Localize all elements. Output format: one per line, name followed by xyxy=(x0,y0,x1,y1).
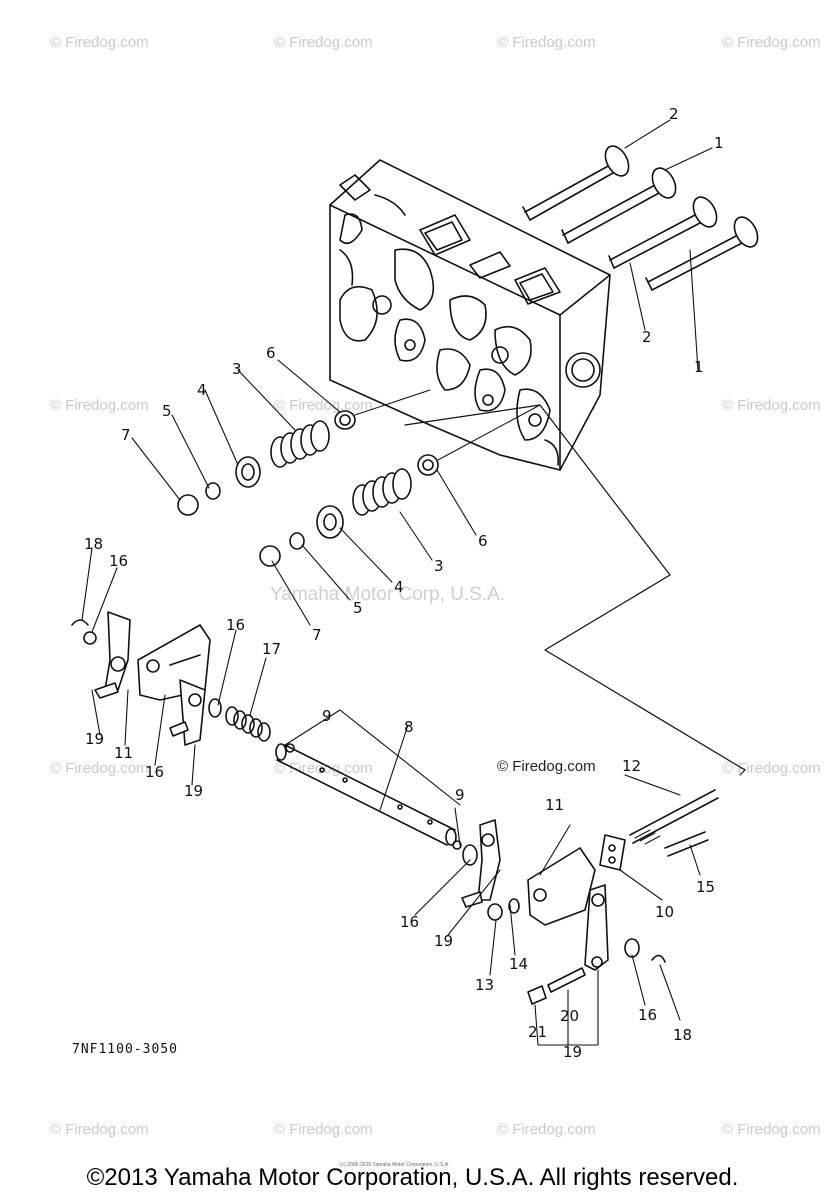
watermark: © Firedog.com xyxy=(497,34,596,51)
callout-14: 14 xyxy=(509,955,528,973)
callout-labels: 2 1 2 1 6 3 4 5 7 6 3 4 5 7 18 16 16 17 … xyxy=(84,105,724,1061)
watermark: © Firedog.com xyxy=(50,1121,149,1138)
watermark: © Firedog.com xyxy=(274,397,373,414)
callout-18: 18 xyxy=(84,535,103,553)
watermark: © Firedog.com xyxy=(50,397,149,414)
callout-1: 1 xyxy=(694,358,704,376)
diagram-code: 7NF1100-3050 xyxy=(72,1042,178,1057)
valve-set xyxy=(522,145,759,291)
callout-1: 1 xyxy=(714,134,724,152)
watermark: © Firedog.com xyxy=(274,1121,373,1138)
callout-19: 19 xyxy=(563,1043,582,1061)
callout-12: 12 xyxy=(622,757,641,775)
callout-19: 19 xyxy=(85,730,104,748)
watermark: © Firedog.com xyxy=(722,34,821,51)
callout-20: 20 xyxy=(560,1007,579,1025)
callout-9: 9 xyxy=(455,786,465,804)
watermark: © Firedog.com xyxy=(722,760,821,777)
tiny-notice: (c) 2005-2016 Yamaha Motor Corporation, … xyxy=(340,1162,450,1168)
valve-spring-group-lower xyxy=(259,404,541,567)
callout-7: 7 xyxy=(121,426,131,444)
callout-11: 11 xyxy=(545,796,564,814)
callout-8: 8 xyxy=(404,718,414,736)
callout-4: 4 xyxy=(197,381,207,399)
watermark: © Firedog.com xyxy=(722,397,821,414)
assembly-reference-line xyxy=(404,404,746,776)
callout-16: 16 xyxy=(638,1006,657,1024)
callout-5: 5 xyxy=(162,402,172,420)
cylinder-head xyxy=(329,159,611,471)
callout-3: 3 xyxy=(434,557,444,575)
copyright-footer: ©2013 Yamaha Motor Corporation, U.S.A. A… xyxy=(86,1164,739,1191)
callout-16: 16 xyxy=(400,913,419,931)
leader-lines xyxy=(81,119,713,1046)
rocker-shaft xyxy=(275,743,462,850)
callout-2: 2 xyxy=(669,105,679,123)
callout-21: 21 xyxy=(528,1023,547,1041)
callout-15: 15 xyxy=(696,878,715,896)
callout-4: 4 xyxy=(394,578,404,596)
callout-10: 10 xyxy=(655,903,674,921)
callout-9: 9 xyxy=(322,707,332,725)
callout-11: 11 xyxy=(114,744,133,762)
callout-7: 7 xyxy=(312,626,322,644)
watermark: © Firedog.com xyxy=(497,1121,596,1138)
callout-3: 3 xyxy=(232,360,242,378)
rocker-assembly-right xyxy=(461,789,719,1005)
watermark: © Firedog.com xyxy=(274,34,373,51)
callout-18: 18 xyxy=(673,1026,692,1044)
watermark: © Firedog.com xyxy=(50,760,149,777)
callout-5: 5 xyxy=(353,599,363,617)
callout-6: 6 xyxy=(478,532,488,550)
callout-2: 2 xyxy=(642,328,652,346)
watermark: © Firedog.com xyxy=(50,34,149,51)
callout-17: 17 xyxy=(262,640,281,658)
callout-6: 6 xyxy=(266,344,276,362)
callout-19: 19 xyxy=(434,932,453,950)
watermark: © Firedog.com xyxy=(722,1121,821,1138)
brand-watermark: Yamaha Motor Corp, U.S.A. xyxy=(270,584,506,605)
watermark-center: © Firedog.com xyxy=(497,758,596,775)
callout-13: 13 xyxy=(475,976,494,994)
callout-19: 19 xyxy=(184,782,203,800)
callout-16: 16 xyxy=(145,763,164,781)
callout-16: 16 xyxy=(109,552,128,570)
callout-16: 16 xyxy=(226,616,245,634)
valve-spring-group-upper xyxy=(177,389,431,516)
rocker-assembly-left xyxy=(71,611,271,746)
